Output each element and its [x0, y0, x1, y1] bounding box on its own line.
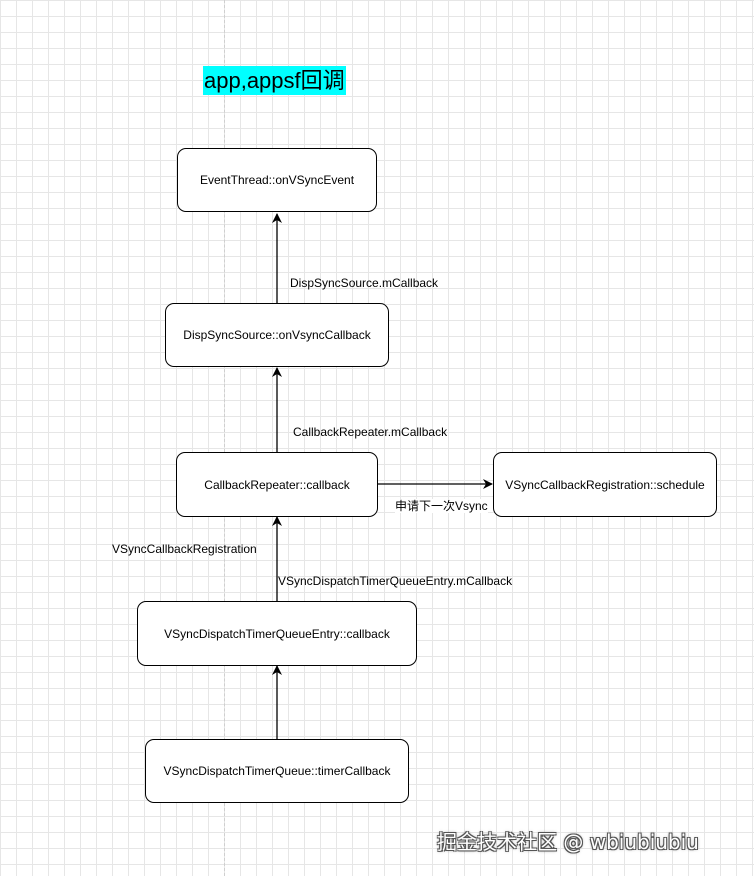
diagram-title: app,appsf回调	[203, 66, 346, 95]
node-timer-queue[interactable]: VSyncDispatchTimerQueue::timerCallback	[145, 739, 409, 803]
node-timer-queue-entry[interactable]: VSyncDispatchTimerQueueEntry::callback	[137, 601, 417, 666]
edge-label-repeater-callback: CallbackRepeater.mCallback	[293, 425, 448, 439]
edge-label-disp-sync-callback: DispSyncSource.mCallback	[290, 276, 439, 290]
edge-label-entry-callback: VSyncDispatchTimerQueueEntry.mCallback	[278, 574, 513, 588]
node-event-thread[interactable]: EventThread::onVSyncEvent	[177, 148, 377, 212]
watermark-text: 掘金技术社区 @ wbiubiubiu	[437, 830, 699, 854]
node-disp-sync-source[interactable]: DispSyncSource::onVsyncCallback	[165, 303, 389, 367]
canvas-guide-line	[224, 0, 225, 876]
edge-label-registration: VSyncCallbackRegistration	[112, 542, 257, 556]
edge-label-request-next-vsync: 申请下一次Vsync	[395, 499, 488, 513]
node-vsync-registration-schedule[interactable]: VSyncCallbackRegistration::schedule	[493, 452, 717, 517]
node-callback-repeater[interactable]: CallbackRepeater::callback	[176, 452, 378, 517]
